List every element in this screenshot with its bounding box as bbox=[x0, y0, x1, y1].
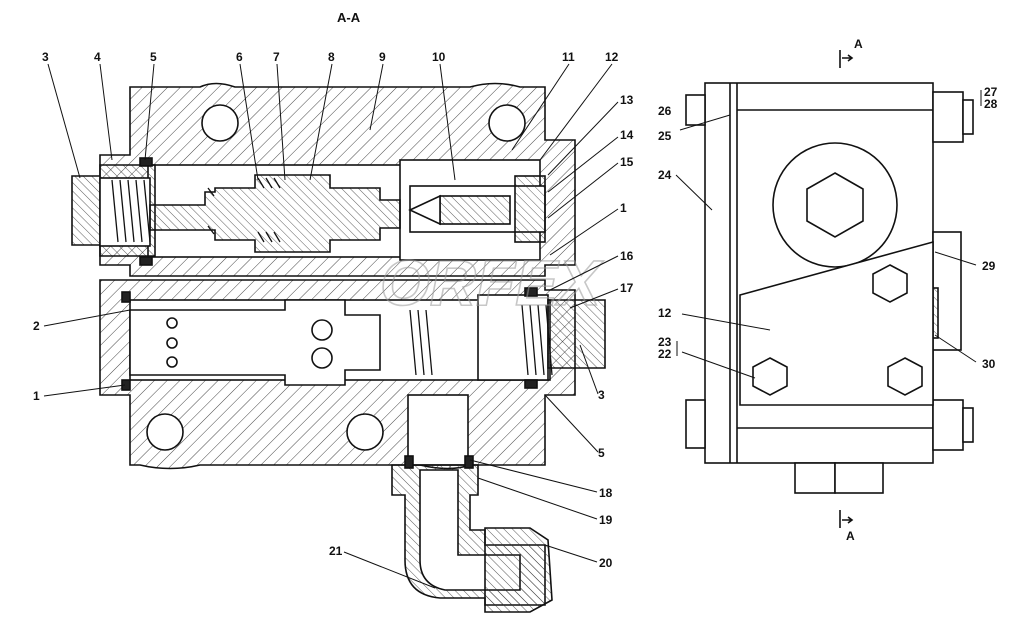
callout-label: 12 bbox=[658, 306, 672, 320]
check-valve-tip bbox=[408, 194, 441, 226]
callout-label: 8 bbox=[328, 50, 335, 64]
plug-hex bbox=[806, 172, 864, 238]
bolt-head-right-top bbox=[932, 91, 964, 143]
spool-port-3 bbox=[166, 356, 178, 368]
callout-label: 15 bbox=[620, 155, 634, 169]
callout-label: 5 bbox=[150, 50, 157, 64]
callout-label: 2 bbox=[33, 319, 40, 333]
spring-upper-mid bbox=[207, 177, 281, 243]
callout-label: 1 bbox=[620, 201, 627, 215]
callout-label: 7 bbox=[273, 50, 280, 64]
callout-label: 24 bbox=[658, 168, 672, 182]
bolt-head-right-bottom-nut bbox=[962, 407, 974, 443]
seal-7 bbox=[404, 455, 414, 469]
bolt-hole-3 bbox=[146, 413, 184, 451]
callout-label: 10 bbox=[432, 50, 446, 64]
bottom-fitting-2 bbox=[834, 462, 884, 494]
callout-label: 21 bbox=[329, 544, 343, 558]
seal-3 bbox=[121, 291, 131, 303]
hex-bolt-3 bbox=[887, 357, 923, 396]
hex-bolt-2 bbox=[752, 357, 788, 396]
callout-label: 27 bbox=[984, 85, 998, 99]
callout-label: 11 bbox=[562, 50, 575, 64]
bolt-head-right-top-nut bbox=[962, 99, 974, 135]
callout-label: 30 bbox=[982, 357, 996, 371]
bolt-hole-1 bbox=[201, 104, 239, 142]
callout-label: 23 bbox=[658, 335, 672, 349]
callout-label: 3 bbox=[598, 388, 605, 402]
section-arrow-top bbox=[842, 54, 854, 62]
callout-label: 16 bbox=[620, 249, 634, 263]
seal-6 bbox=[524, 379, 538, 389]
cap-nut bbox=[484, 527, 553, 613]
callout-label: 20 bbox=[599, 556, 613, 570]
spool-port-4 bbox=[311, 319, 333, 341]
section-view bbox=[71, 82, 606, 613]
callout-label: 9 bbox=[379, 50, 386, 64]
seal-1 bbox=[139, 157, 153, 167]
bolt-hole-2 bbox=[488, 104, 526, 142]
spool-port-2 bbox=[166, 337, 178, 349]
spool-port-5 bbox=[311, 347, 333, 369]
callout-label: 6 bbox=[236, 50, 243, 64]
callout-label: 25 bbox=[658, 129, 672, 143]
callout-label: 19 bbox=[599, 513, 613, 527]
plug-right-upper bbox=[514, 175, 546, 243]
bolt-head-left-top bbox=[685, 94, 706, 126]
callout-label: 4 bbox=[94, 50, 101, 64]
callout-label: 12 bbox=[605, 50, 619, 64]
lower-spring-housing bbox=[477, 294, 549, 381]
vertical-passage bbox=[407, 394, 469, 466]
callout-label: 13 bbox=[620, 93, 634, 107]
section-mark-bottom: A bbox=[846, 529, 855, 543]
callout-label: 3 bbox=[42, 50, 49, 64]
seal-8 bbox=[464, 455, 474, 469]
labels: A-A A A 3 4 5 6 7 8 9 10 11 12 13 14 15 … bbox=[33, 10, 998, 570]
callout-label: 1 bbox=[33, 389, 40, 403]
callout-label: 22 bbox=[658, 347, 672, 361]
seal-2 bbox=[139, 256, 153, 266]
callout-label: 5 bbox=[598, 446, 605, 460]
spool-port-1 bbox=[166, 317, 178, 329]
section-title: A-A bbox=[337, 10, 361, 25]
bolt-head-left-bottom bbox=[685, 399, 706, 449]
callout-label: 28 bbox=[984, 97, 998, 111]
check-valve-poppet bbox=[439, 195, 511, 225]
hex-bolt-1 bbox=[872, 264, 908, 303]
seal-5 bbox=[524, 287, 538, 297]
side-view bbox=[685, 50, 974, 528]
watermark: ORFEX bbox=[380, 247, 604, 319]
callout-label: 17 bbox=[620, 281, 634, 295]
callout-label: 26 bbox=[658, 104, 672, 118]
callout-label: 18 bbox=[599, 486, 613, 500]
section-mark-top: A bbox=[854, 37, 863, 51]
callout-label: 14 bbox=[620, 128, 634, 142]
section-arrow-bottom bbox=[842, 516, 854, 524]
bottom-fitting-1 bbox=[794, 462, 836, 494]
spring-upper-left bbox=[111, 179, 151, 243]
bolt-hole-4 bbox=[346, 413, 384, 451]
leader-lines bbox=[43, 63, 982, 589]
end-cap-right bbox=[547, 299, 606, 369]
bolt-head-right-bottom bbox=[932, 399, 964, 451]
callout-label: 29 bbox=[982, 259, 996, 273]
